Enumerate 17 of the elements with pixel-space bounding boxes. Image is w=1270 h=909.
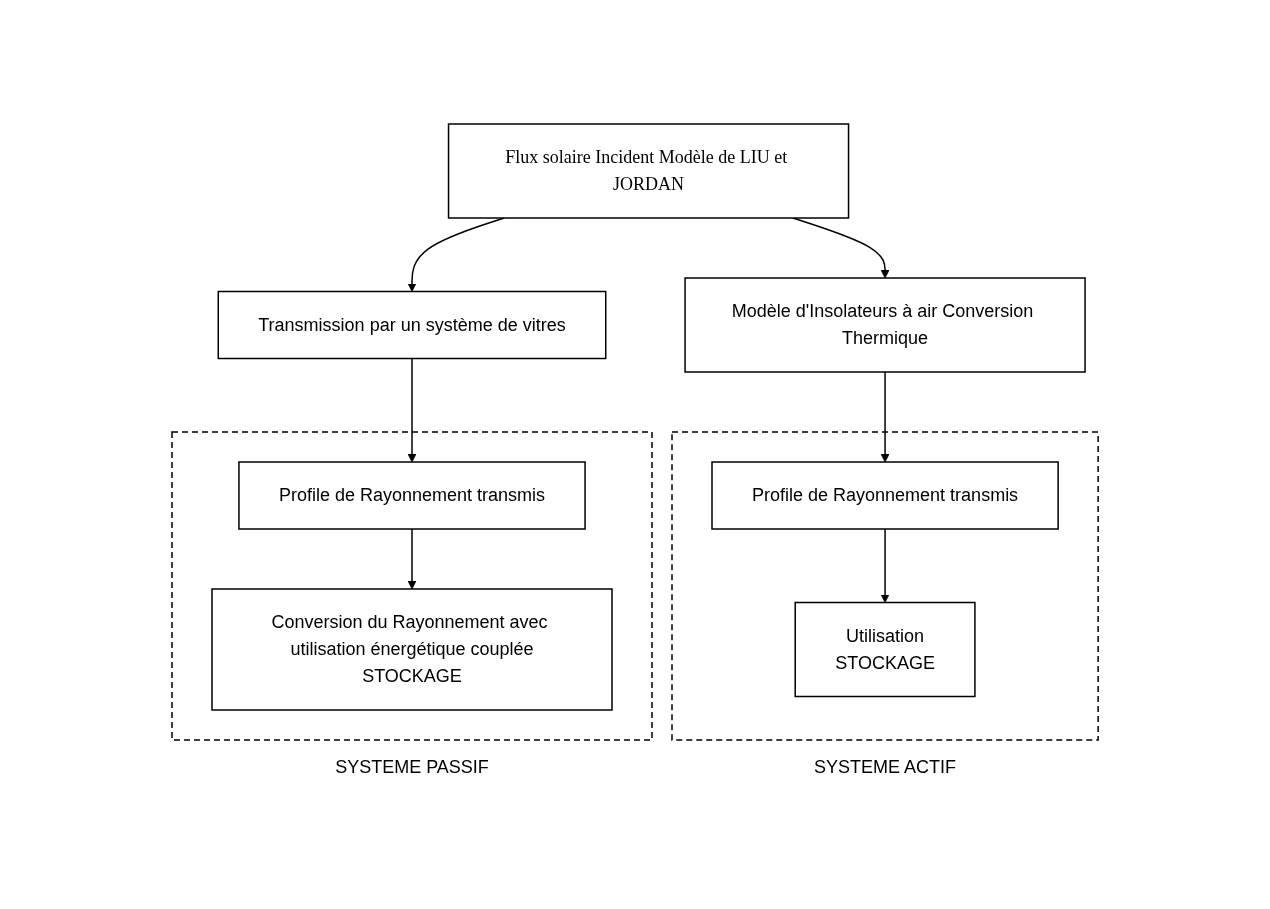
cluster bbox=[671, 430, 1099, 741]
arrow bbox=[407, 527, 417, 589]
node-box: Transmission par un système de vitres bbox=[217, 290, 607, 359]
node-box: Profile de Rayonnement transmis bbox=[711, 460, 1059, 530]
arrow bbox=[407, 216, 505, 292]
node-label: SYSTEME ACTIF bbox=[813, 756, 957, 777]
arrow bbox=[792, 216, 890, 278]
arrow bbox=[407, 357, 417, 462]
node-box: Flux solaire Incident Modèle de LIU et JORDAN bbox=[447, 122, 850, 219]
node-box: Modèle d'Insolateurs à air Conversion Thermique bbox=[684, 276, 1086, 373]
node-box: Profile de Rayonnement transmis bbox=[238, 460, 586, 530]
node-box: Conversion du Rayonnement avec utilisation énergétique couplée STOCKAGE bbox=[211, 587, 613, 711]
arrow bbox=[880, 527, 890, 603]
node-box: Utilisation STOCKAGE bbox=[794, 601, 976, 697]
arrow bbox=[880, 370, 890, 462]
cluster bbox=[171, 430, 653, 741]
node-label: SYSTEME PASSIF bbox=[335, 756, 489, 777]
